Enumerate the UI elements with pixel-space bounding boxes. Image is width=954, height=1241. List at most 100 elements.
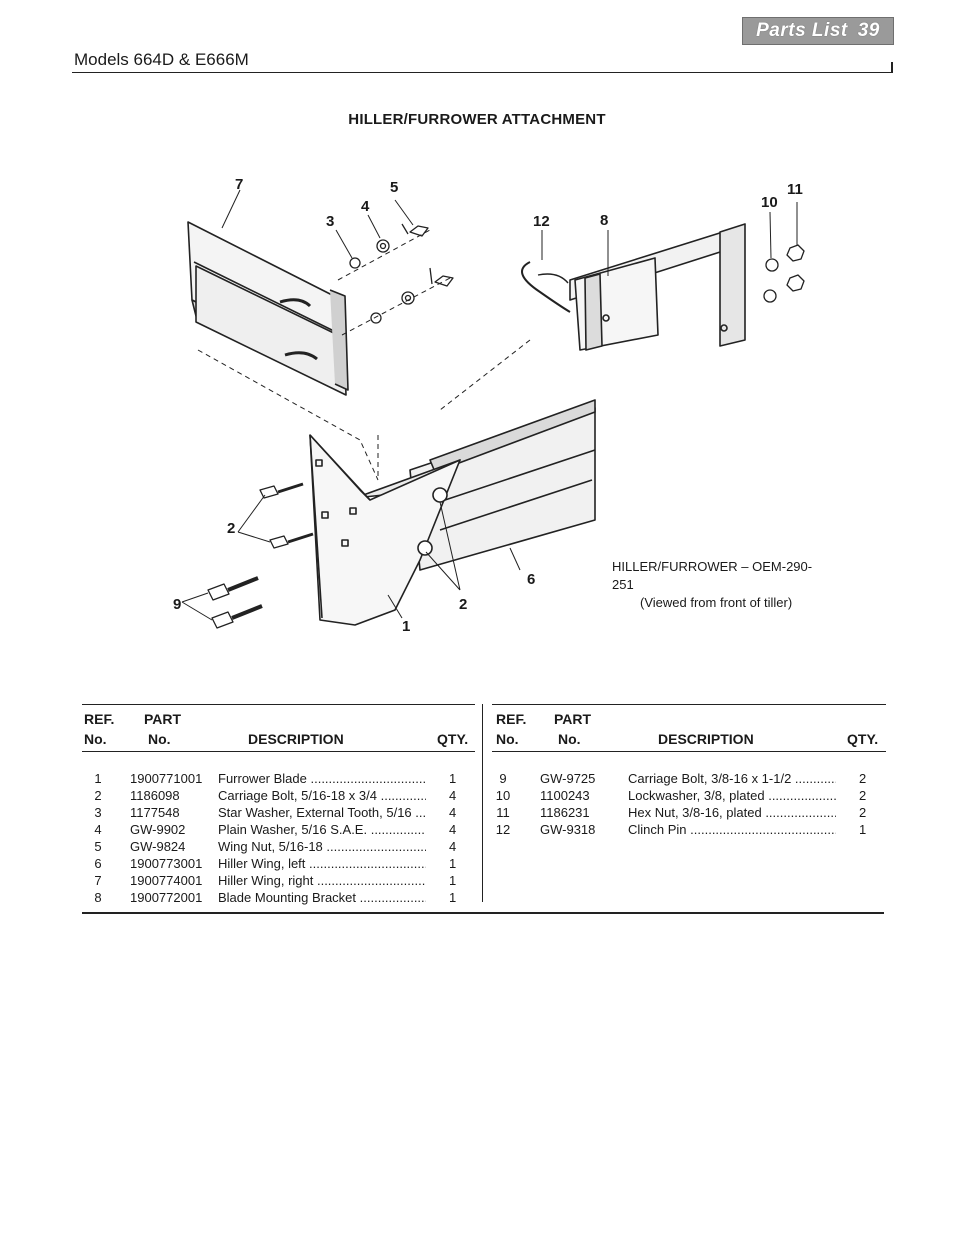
table-row: 4 GW-9902 Plain Washer, 5/16 S.A.E. 4	[82, 821, 475, 838]
parts-table-left: REF. No. PART No. DESCRIPTION QTY. 1 1900…	[82, 704, 475, 906]
table-header: REF. No. PART No. DESCRIPTION QTY.	[82, 705, 475, 751]
qty-cell: 1	[859, 822, 867, 837]
header-description: DESCRIPTION	[248, 731, 344, 747]
badge-label: Parts List	[756, 20, 848, 41]
callout-5: 5	[390, 179, 399, 196]
description-cell: Carriage Bolt, 5/16-18 x 3/4	[218, 787, 426, 804]
ref-cell: 6	[94, 856, 102, 871]
table-top-rule	[82, 704, 475, 705]
section-title: HILLER/FURROWER ATTACHMENT	[348, 111, 606, 128]
part-number-cell: 1900774001	[130, 873, 203, 888]
table-divider	[482, 704, 483, 902]
ref-cell: 2	[94, 788, 102, 803]
part-number-cell: 1186231	[540, 805, 590, 820]
qty-cell: 2	[859, 771, 867, 786]
header-part-bottom: No.	[148, 731, 171, 747]
ref-cell: 10	[495, 788, 511, 803]
description-cell: Wing Nut, 5/16-18	[218, 838, 426, 855]
qty-cell: 4	[449, 839, 457, 854]
ref-cell: 3	[94, 805, 102, 820]
header-ref-top: REF.	[496, 711, 527, 727]
callout-2-left: 2	[227, 520, 236, 537]
part-number-cell: 1177548	[130, 805, 180, 820]
qty-cell: 2	[859, 788, 867, 803]
ref-cell: 8	[94, 890, 102, 905]
models-title: Models 664D & E666M	[74, 50, 249, 69]
part-number-cell: 1900773001	[130, 856, 203, 871]
qty-cell: 4	[449, 805, 457, 820]
callout-10: 10	[761, 194, 778, 211]
description-cell: Hiller Wing, left	[218, 855, 426, 872]
header-ref-bottom: No.	[84, 731, 107, 747]
caption-line-2: (Viewed from front of tiller)	[640, 595, 793, 610]
header-ref-top: REF.	[84, 711, 115, 727]
table-row: 11 1186231 Hex Nut, 3/8-16, plated 2	[492, 804, 886, 821]
parts-list-badge: Parts List 39	[742, 17, 894, 45]
header-rule	[72, 72, 893, 73]
part-number-cell: GW-9902	[130, 822, 186, 837]
callout-4: 4	[361, 198, 370, 215]
ref-cell: 1	[94, 771, 102, 786]
furrower-blade	[309, 434, 461, 626]
part-number-cell: GW-9725	[540, 771, 596, 786]
qty-cell: 1	[449, 771, 457, 786]
callout-2-right: 2	[459, 596, 468, 613]
qty-cell: 2	[859, 805, 867, 820]
header-qty: QTY.	[437, 731, 469, 747]
qty-cell: 4	[449, 822, 457, 837]
qty-cell: 4	[449, 788, 457, 803]
ref-cell: 5	[94, 839, 102, 854]
callout-3: 3	[326, 213, 335, 230]
description-cell: Clinch Pin	[628, 821, 836, 838]
ref-cell: 4	[94, 822, 102, 837]
part-number-cell: 1900771001	[130, 771, 203, 786]
table-top-rule	[492, 704, 886, 705]
table-row: 8 1900772001 Blade Mounting Bracket 1	[82, 889, 475, 906]
blade-mounting-bracket	[521, 223, 746, 351]
table-header: REF. No. PART No. DESCRIPTION QTY.	[492, 705, 886, 751]
description-cell: Lockwasher, 3/8, plated	[628, 787, 836, 804]
table-row: 10 1100243 Lockwasher, 3/8, plated 2	[492, 787, 886, 804]
description-cell: Hex Nut, 3/8-16, plated	[628, 804, 836, 821]
callout-1: 1	[402, 618, 411, 635]
table-row: 6 1900773001 Hiller Wing, left 1	[82, 855, 475, 872]
part-number-cell: 1900772001	[130, 890, 203, 905]
page-number: 39	[857, 20, 880, 41]
header-part-top: PART	[144, 711, 182, 727]
callout-9: 9	[173, 596, 182, 613]
part-number-cell: 1100243	[540, 788, 590, 803]
description-cell: Blade Mounting Bracket	[218, 889, 426, 906]
qty-cell: 1	[449, 890, 457, 905]
caption-line-1: HILLER/FURROWER – OEM-290-251	[612, 559, 813, 592]
table-row: 2 1186098 Carriage Bolt, 5/16-18 x 3/4 4	[82, 787, 475, 804]
hiller-wing-left	[354, 399, 596, 571]
hiller-wing-right	[187, 221, 349, 396]
header-part-bottom: No.	[558, 731, 581, 747]
bolts	[207, 482, 314, 629]
header-ref-bottom: No.	[496, 731, 519, 747]
ref-cell: 11	[496, 805, 510, 820]
qty-cell: 1	[449, 873, 457, 888]
hardware-right	[763, 244, 805, 303]
header-description: DESCRIPTION	[658, 731, 754, 747]
part-number-cell: 1186098	[130, 788, 180, 803]
exploded-parts-diagram	[181, 189, 805, 629]
table-bottom-rule	[82, 912, 884, 914]
callout-11: 11	[787, 181, 803, 198]
diagram-caption: HILLER/FURROWER – OEM-290-251 (Viewed fr…	[612, 558, 822, 612]
ref-cell: 7	[94, 873, 102, 888]
part-number-cell: GW-9318	[540, 822, 596, 837]
header-rule-tick	[891, 62, 893, 73]
hardware-upper	[349, 223, 454, 324]
qty-cell: 1	[449, 856, 457, 871]
description-cell: Plain Washer, 5/16 S.A.E.	[218, 821, 426, 838]
callout-12: 12	[533, 213, 550, 230]
